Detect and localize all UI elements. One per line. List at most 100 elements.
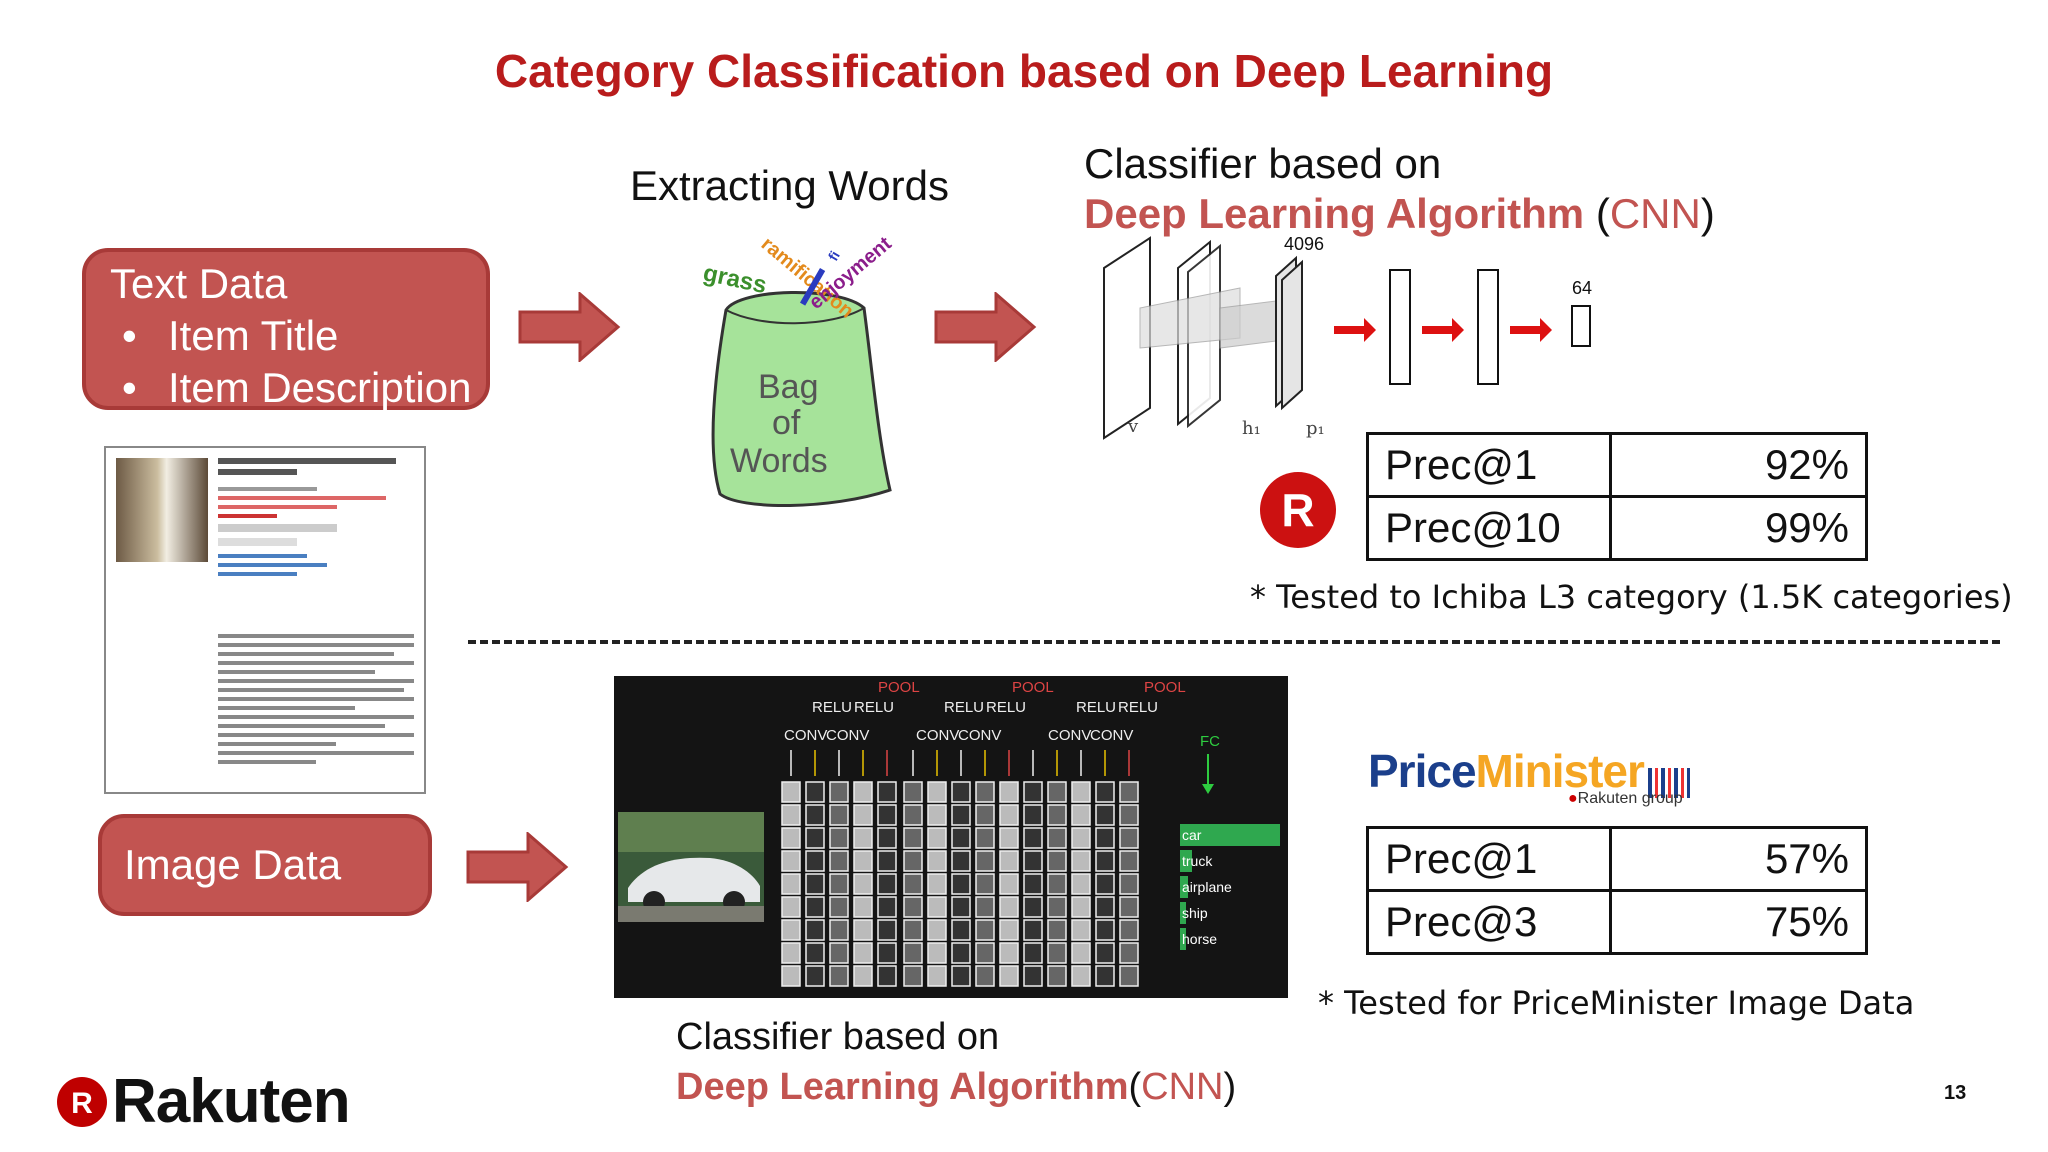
metric-cell: Prec@3 xyxy=(1366,889,1612,955)
value-cell: 92% xyxy=(1609,432,1868,498)
rakuten-r-icon: R xyxy=(1260,472,1336,548)
class-label: airplane xyxy=(1182,879,1232,895)
feature-map-column xyxy=(975,750,995,987)
relu-label: RELU xyxy=(1076,699,1116,716)
bag-text-words: Words xyxy=(730,442,828,480)
rakuten-group-label: Rakuten group xyxy=(1577,790,1683,807)
value-cell: 57% xyxy=(1609,826,1868,892)
image-cnn-visualization: CONV CONV RELU RELU POOL CONV CONV RELU … xyxy=(614,676,1288,998)
metric-cell: Prec@10 xyxy=(1366,495,1612,561)
section-divider xyxy=(468,640,2000,644)
bullet-item-title: •Item Title xyxy=(122,312,339,359)
svg-text:R: R xyxy=(1281,484,1314,536)
cnn-layers-svg: CONV CONV RELU RELU POOL CONV CONV RELU … xyxy=(618,679,1280,987)
arrow-image-to-cnn-icon xyxy=(466,832,569,902)
feature-map-column xyxy=(781,750,801,987)
text-data-heading: Text Data xyxy=(110,260,288,307)
image-data-box: Image Data xyxy=(98,814,432,916)
conv-label: CONV xyxy=(784,727,827,744)
feature-map-column xyxy=(1023,750,1043,987)
slide-title: Category Classification based on Deep Le… xyxy=(494,45,1554,97)
value-cell: 99% xyxy=(1609,495,1868,561)
relu-label: RELU xyxy=(812,699,852,716)
metric-cell: Prec@1 xyxy=(1366,826,1612,892)
table-row: Prec@3 75% xyxy=(1366,889,1868,955)
feature-map-column xyxy=(853,750,873,987)
feature-map-column xyxy=(927,750,947,987)
cnn-v-label: v xyxy=(1127,416,1139,437)
table-row: Prec@1 92% xyxy=(1366,432,1868,498)
feature-map-column xyxy=(1071,750,1091,987)
text-data-box: Text Data •Item Title •Item Description xyxy=(82,248,490,411)
feature-map-column xyxy=(903,750,923,987)
image-classifier-line1: Classifier based on xyxy=(676,1016,1000,1058)
value-cell: 75% xyxy=(1609,889,1868,955)
cnn-h1-label: h₁ xyxy=(1242,418,1261,439)
conv-label: CONV xyxy=(826,727,869,744)
conv-label: CONV xyxy=(958,727,1001,744)
class-label: ship xyxy=(1182,905,1208,921)
feature-map-column xyxy=(1119,750,1139,987)
conv-label: CONV xyxy=(1048,727,1091,744)
metric-cell: Prec@1 xyxy=(1366,432,1612,498)
extracting-words-heading: Extracting Words xyxy=(630,162,949,209)
text-classifier-line2: Deep Learning Algorithm (CNN) xyxy=(1084,190,1715,237)
feature-map-columns xyxy=(781,750,1139,987)
table-row: Prec@1 57% xyxy=(1366,826,1868,892)
class-score-bar xyxy=(1180,824,1280,846)
class-score-bar xyxy=(1180,928,1186,950)
text-cnn-fc-layers: 64 xyxy=(1334,269,1592,385)
product-page-thumbnail xyxy=(104,446,426,794)
feature-map-column xyxy=(951,750,971,987)
bag-text-of: of xyxy=(772,404,801,442)
relu-label: RELU xyxy=(854,699,894,716)
bag-text-bag: Bag xyxy=(758,368,819,406)
pool-label: POOL xyxy=(1144,679,1186,696)
rakuten-logo: R Rakuten xyxy=(56,1066,351,1137)
cnn-p1-label: p₁ xyxy=(1306,418,1325,439)
priceminister-logo: PriceMinister ●Rakuten group xyxy=(1368,744,1708,814)
relu-label: RELU xyxy=(944,699,984,716)
pool-label: POOL xyxy=(878,679,920,696)
arrow-text-to-bag-icon xyxy=(518,292,621,362)
table-row: Prec@10 99% xyxy=(1366,495,1868,561)
feature-map-column xyxy=(829,750,849,987)
relu-label: RELU xyxy=(1118,699,1158,716)
image-classifier-line2: Deep Learning Algorithm(CNN) xyxy=(676,1066,1237,1108)
rakuten-wordmark: Rakuten xyxy=(112,1067,351,1136)
class-label: horse xyxy=(1182,931,1217,947)
svg-text:R: R xyxy=(71,1087,93,1120)
word-fi: fi xyxy=(825,248,843,263)
text-results-note: * Tested to Ichiba L3 category (1.5K cat… xyxy=(1250,578,2013,616)
page-number: 13 xyxy=(1944,1082,1967,1104)
wine-bottle-image xyxy=(116,458,208,562)
cnn-64-label: 64 xyxy=(1572,278,1592,298)
feature-map-column xyxy=(999,750,1019,987)
conv-label: CONV xyxy=(1090,727,1133,744)
feature-map-column xyxy=(1047,750,1067,987)
class-label: truck xyxy=(1182,853,1213,869)
pool-label: POOL xyxy=(1012,679,1054,696)
cnn-4096-label: 4096 xyxy=(1284,234,1324,254)
bag-of-words-icon: grass ramification enjoyment fi Bag of W… xyxy=(701,232,896,507)
text-cnn-diagram: 4096 v h₁ p₁ xyxy=(1103,234,1325,440)
arrow-bag-to-cnn-icon xyxy=(934,292,1037,362)
barcode-icon xyxy=(1648,767,1691,798)
feature-map-column xyxy=(805,750,825,987)
image-data-label: Image Data xyxy=(124,841,342,888)
conv-label: CONV xyxy=(916,727,959,744)
class-score-bar xyxy=(1180,850,1192,872)
bullet-item-description: •Item Description xyxy=(122,364,472,411)
text-classifier-line1: Classifier based on xyxy=(1084,140,1442,187)
class-label: car xyxy=(1182,827,1202,843)
class-score-bar xyxy=(1180,902,1186,924)
feature-map-column xyxy=(877,750,897,987)
image-results-note: * Tested for PriceMinister Image Data xyxy=(1318,984,1915,1022)
word-grass: grass xyxy=(701,259,769,299)
feature-map-column xyxy=(1095,750,1115,987)
class-score-bar xyxy=(1180,876,1188,898)
relu-label: RELU xyxy=(986,699,1026,716)
rakuten-logo-icon: R xyxy=(57,1076,107,1127)
class-score-bars: car truck airplane ship horse xyxy=(1180,824,1280,950)
fc-label: FC xyxy=(1200,733,1220,750)
